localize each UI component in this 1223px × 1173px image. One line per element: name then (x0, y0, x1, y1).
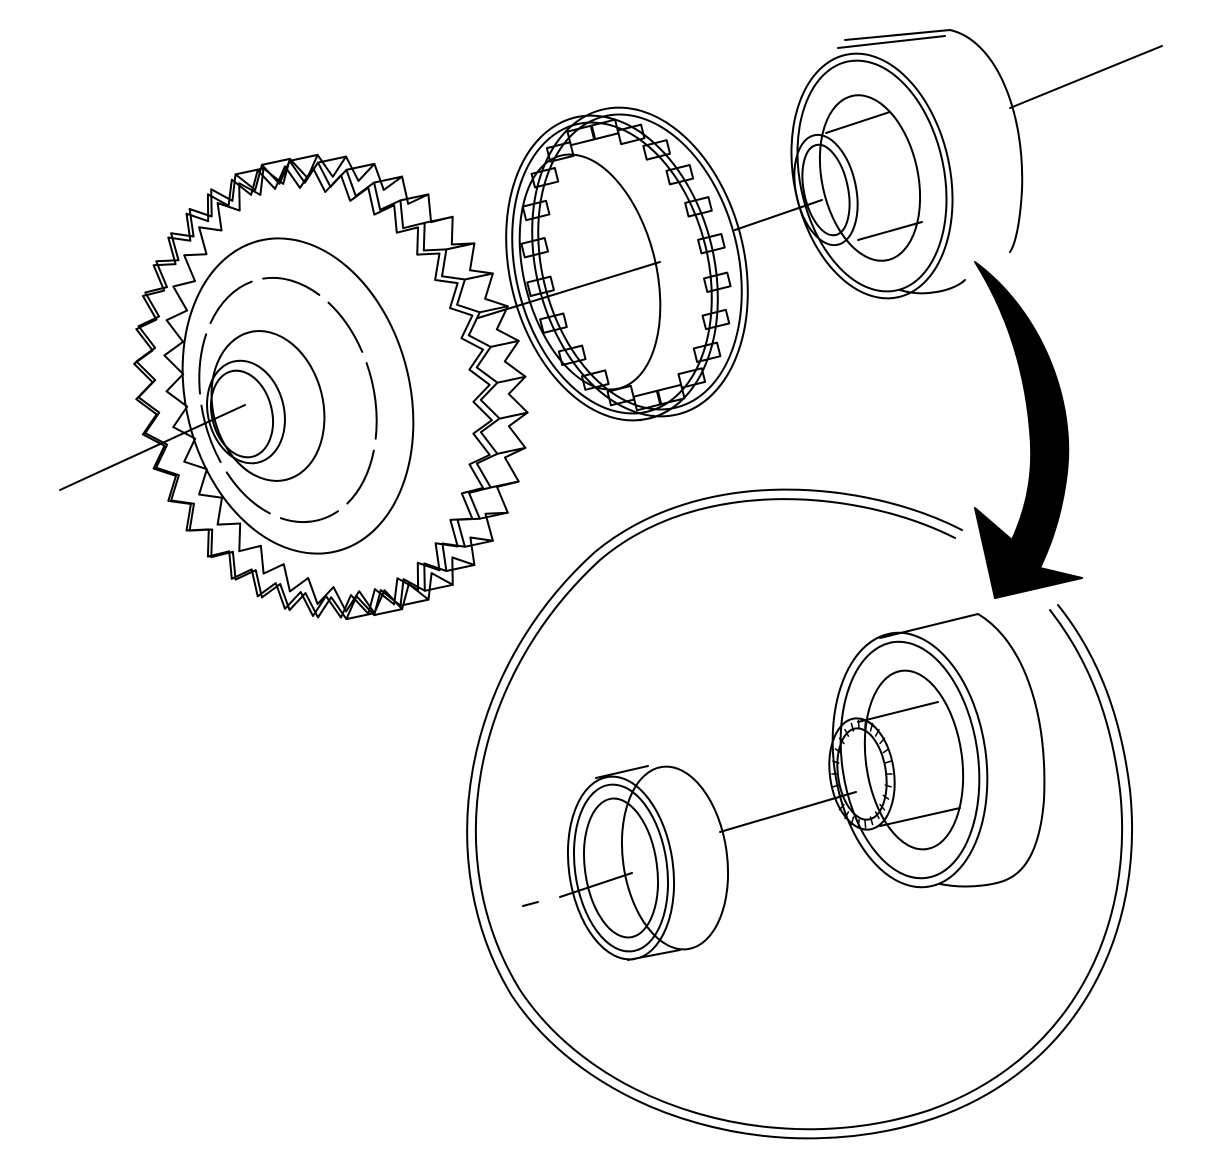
bearing-roller (580, 369, 610, 391)
spline-tooth (850, 816, 855, 826)
gear-web-face (198, 276, 378, 524)
gear-tooth-face (478, 305, 509, 314)
spline-tooth (879, 737, 886, 745)
spline-tooth (844, 811, 850, 820)
spline-tooth (834, 748, 842, 754)
gear-tooth-face (478, 511, 509, 520)
gear-web-rim (181, 237, 415, 555)
bearing-roller (692, 341, 722, 363)
gear-tooth-face (423, 215, 454, 224)
gear-tooth-face (399, 193, 430, 202)
bearing-roller (545, 141, 575, 163)
bearing-roller (701, 308, 731, 331)
gear-tooth-face (463, 272, 494, 281)
bearing-roller (702, 271, 732, 293)
spline-tooth (857, 719, 860, 730)
bearing-roller (526, 275, 555, 297)
gear-tooth-face (399, 598, 430, 607)
bearing-roller (606, 384, 636, 407)
detail-callout-arrow (974, 261, 1083, 599)
spline-tooth (874, 728, 880, 737)
gear-tooth-face (317, 155, 347, 164)
bearing-roller (616, 123, 646, 146)
bearing-roller (520, 237, 550, 259)
shaft-with-housing (790, 29, 1024, 300)
gear-back-teeth (163, 153, 529, 615)
bearing-roller (684, 196, 713, 218)
detail-axis (522, 791, 857, 907)
bearing-roller (590, 118, 620, 141)
spline-tooth (838, 737, 845, 745)
assembly-axis (59, 45, 1163, 491)
spline-tooth (864, 818, 867, 829)
spline-tooth (882, 748, 890, 754)
gear-hub-outer (206, 359, 286, 465)
gear-hub-shoulder (210, 330, 326, 482)
gear-hub-bore (210, 369, 274, 459)
spline-tooth (864, 719, 867, 730)
bearing-roller (632, 389, 662, 412)
spline-tooth (832, 784, 840, 788)
gear-tooth-face (345, 612, 376, 621)
needle-roller-bearing (505, 106, 749, 422)
gear-front-teeth (135, 159, 501, 621)
spline-tooth (884, 784, 892, 788)
spline-tooth (884, 760, 892, 764)
helical-gear (133, 153, 529, 621)
gear-tooth-face (260, 157, 291, 166)
spline-tooth (850, 722, 855, 732)
gear-tooth-face (234, 167, 265, 176)
gear-tooth-face (445, 564, 476, 572)
spline-tooth (869, 722, 874, 732)
gear-tooth-face (288, 153, 319, 162)
bearing-rollers (520, 118, 732, 412)
spline-tooth (844, 728, 850, 737)
gear-tooth-face (445, 242, 476, 251)
gear-tooth-face (489, 480, 520, 489)
bearing-roller (665, 164, 695, 186)
spline-tooth (874, 811, 880, 820)
bearing-roller (539, 312, 568, 334)
bearing-roller (697, 233, 726, 255)
gear-front-teeth-inner (133, 165, 493, 619)
bearing-roller (656, 383, 686, 406)
spline-tooth (857, 818, 860, 829)
detail-bearing-race (566, 765, 730, 961)
gear-tooth-face (463, 539, 494, 548)
bearing-roller (642, 139, 672, 161)
bearing-roller (530, 167, 560, 189)
gear-tooth-face (423, 583, 454, 592)
detail-shaft-splines (831, 719, 893, 829)
bearing-roller (521, 199, 551, 222)
spline-tooth (838, 803, 845, 811)
spline-tooth (869, 816, 874, 826)
detail-view-circle (466, 488, 1134, 1140)
gear-tooth-face (489, 339, 520, 348)
bearing-roller (677, 367, 707, 389)
spline-tooth (882, 794, 890, 800)
bearing-roller (557, 344, 587, 366)
detail-shaft-housing (828, 613, 1046, 889)
gear-tooth-face (496, 446, 527, 455)
gear-tooth-face (496, 375, 527, 384)
bearing-roller (566, 124, 596, 147)
gear-tooth-face (345, 162, 376, 171)
gear-tooth-face (373, 175, 404, 184)
gear-tooth-face (373, 608, 404, 617)
spline-tooth (879, 803, 886, 811)
gear-tooth-face (498, 411, 529, 420)
spline-tooth (832, 760, 840, 764)
